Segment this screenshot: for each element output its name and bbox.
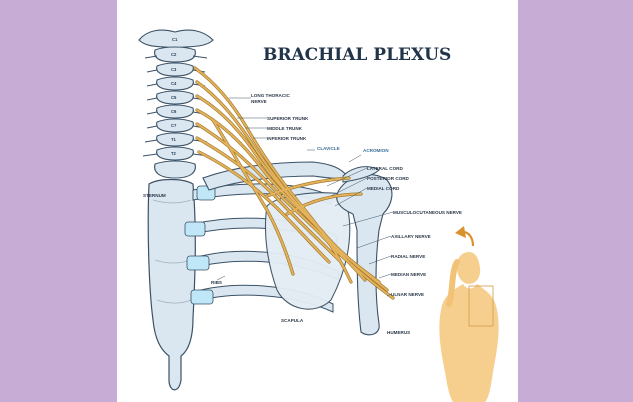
diagram-card: BRACHIAL PLEXUS STERNUM: [117, 0, 518, 402]
vertebra-label: C3: [171, 67, 177, 72]
label-long-thoracic-nerve: NERVE: [251, 99, 267, 104]
left-margin: [0, 0, 117, 402]
label-radial-nerve: RADIAL NERVE: [391, 254, 425, 259]
label-scapula: SCAPULA: [281, 318, 304, 323]
pointer-arrow: [455, 226, 475, 247]
label-superior-trunk: SUPERIOR TRUNK: [267, 116, 309, 121]
vertebra-label: C6: [171, 109, 177, 114]
humerus: [336, 174, 393, 336]
vertebra-label: C7: [171, 123, 177, 128]
label-lateral-cord: LATERAL CORD: [367, 166, 403, 171]
vertebra-label: C4: [171, 81, 177, 86]
label-clavicle: CLAVICLE: [317, 146, 340, 151]
vertebra-label: C1: [172, 37, 178, 42]
vertebra-label: C5: [171, 95, 177, 100]
label-ulnar-nerve: ULNAR NERVE: [391, 292, 424, 297]
label-long-thoracic-nerve: LONG THORACIC: [251, 93, 290, 98]
nerve-plexus: [193, 66, 395, 300]
label-acromion: ACROMION: [363, 148, 389, 153]
label-musculocutaneous-nerve: MUSCULOCUTANEOUS NERVE: [393, 210, 462, 215]
label-inferior-trunk: INFERIOR TRUNK: [267, 136, 307, 141]
body-silhouette: [439, 252, 499, 402]
label-posterior-cord: POSTERIOR CORD: [367, 176, 410, 181]
vertebra-label: C2: [171, 52, 177, 57]
label-middle-trunk: MIDDLE TRUNK: [267, 126, 303, 131]
leader-lines: [216, 97, 394, 297]
vertebra-label: T1: [171, 137, 177, 142]
sternum: [147, 178, 196, 391]
scapula: [264, 192, 351, 310]
vertebra-labels: C1 C2 C3 C4 C5 C6 C7 T1 T2: [171, 37, 178, 156]
label-ribs: RIBS: [211, 280, 222, 285]
label-median-nerve: MEDIAN NERVE: [391, 272, 426, 277]
cervical-spine: [138, 29, 214, 179]
label-sternum: STERNUM: [143, 193, 166, 198]
diagram-title: BRACHIAL PLEXUS: [263, 45, 451, 65]
brachial-plexus-diagram: BRACHIAL PLEXUS STERNUM: [138, 29, 499, 402]
label-medial-cord: MEDIAL CORD: [367, 186, 400, 191]
nerve-labels: LONG THORACIC NERVE SUPERIOR TRUNK MIDDL…: [251, 93, 462, 297]
label-humerus: HUMERUS: [387, 330, 410, 335]
vertebra-label: T2: [171, 151, 177, 156]
right-margin: [518, 0, 633, 402]
label-axillary-nerve: AXILLARY NERVE: [391, 234, 431, 239]
